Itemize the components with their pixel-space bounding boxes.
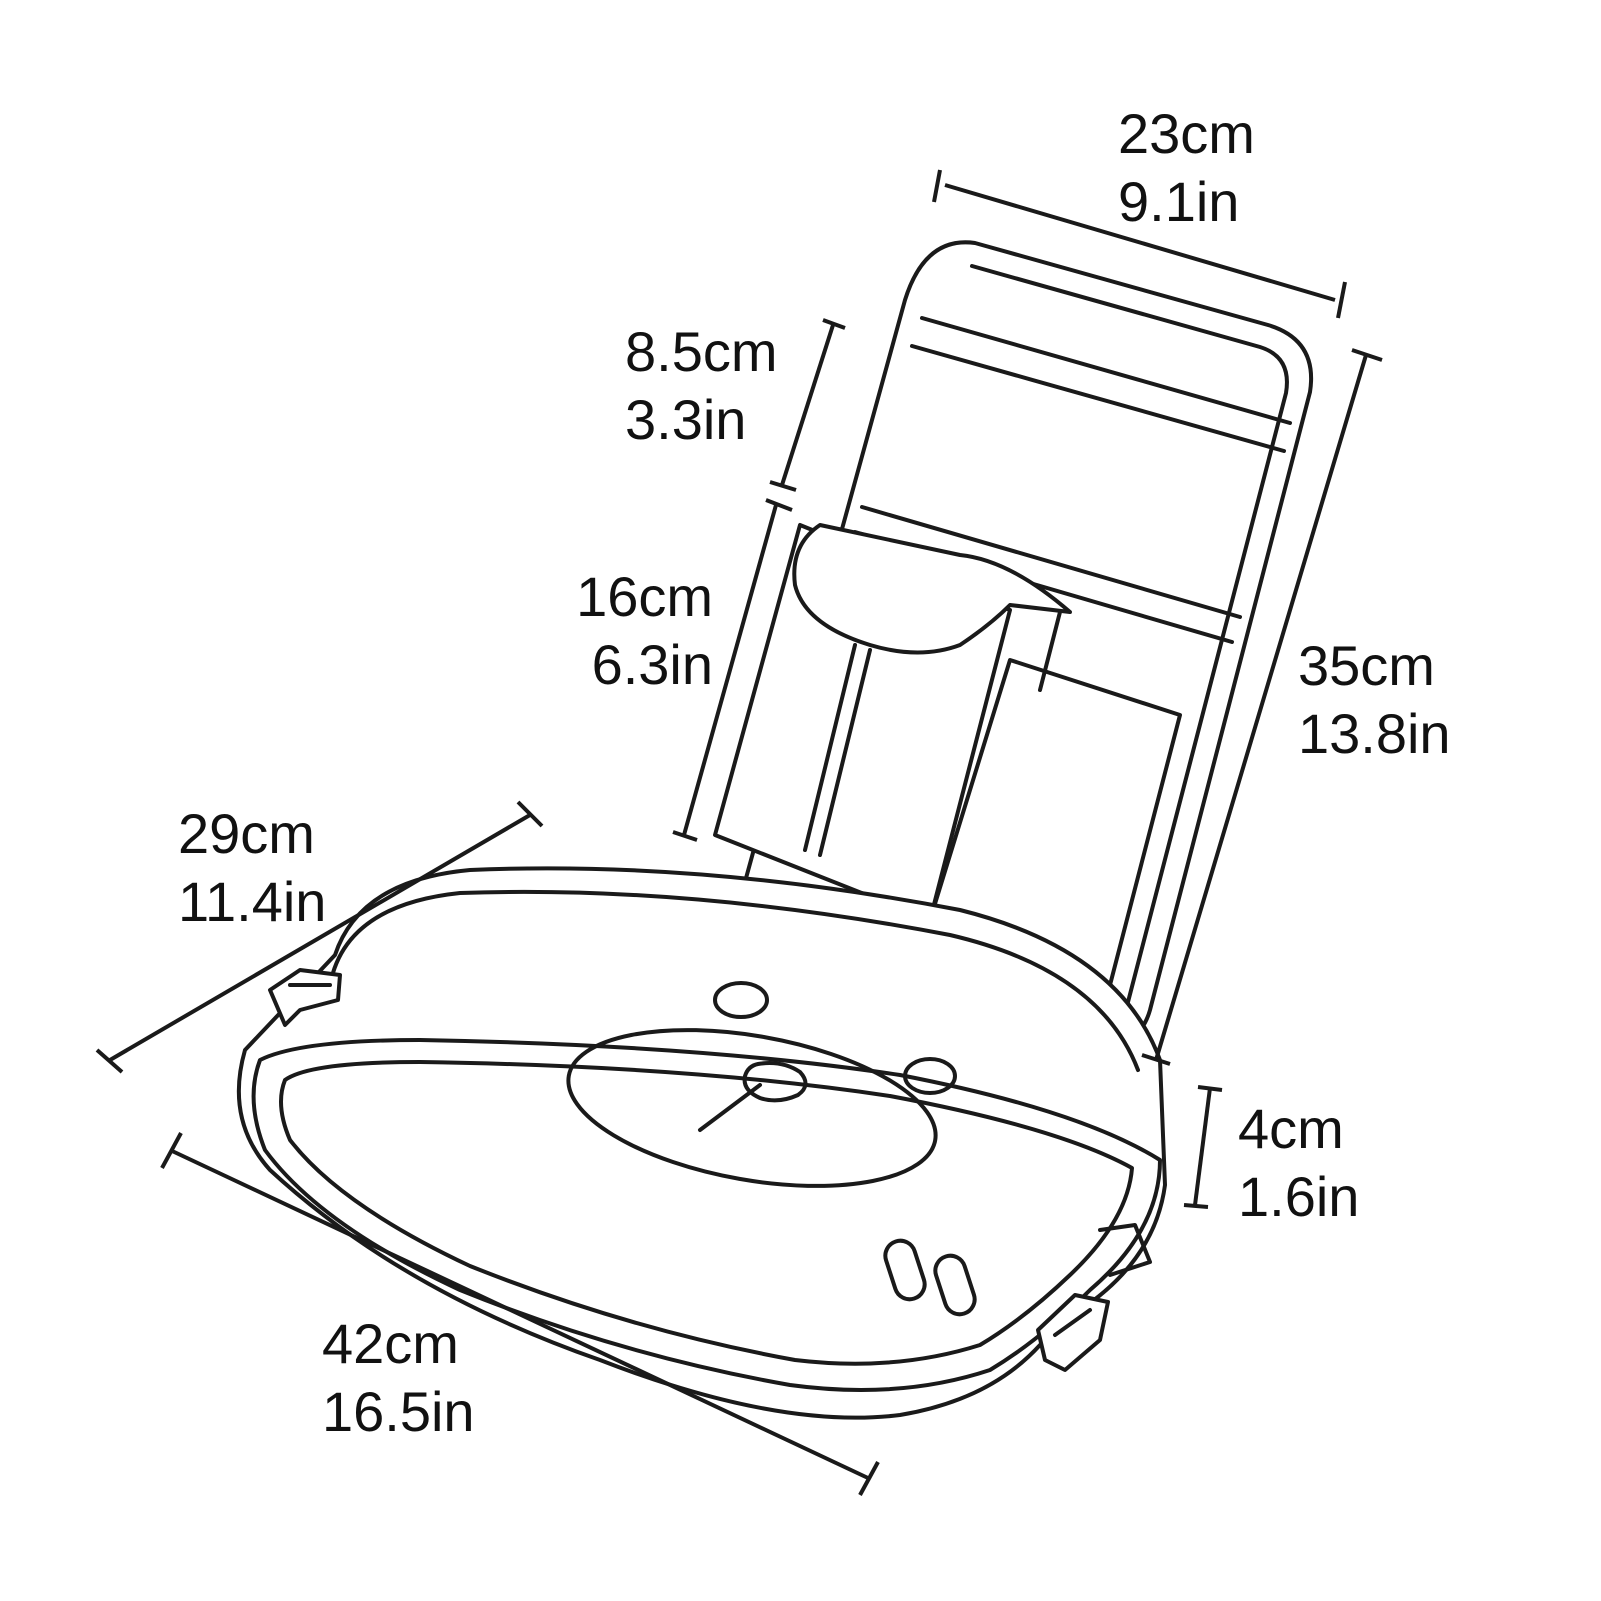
buckle-right-icon [1036,1293,1110,1372]
label-seat-depth: 29cm 11.4in [178,800,326,936]
seat-thickness-metric: 4cm [1238,1097,1344,1160]
button-slot-right-icon [933,1253,977,1317]
dim-seat-thickness-line [1193,1087,1212,1206]
lower-pocket-metric: 16cm [576,565,713,628]
bear-face [566,981,977,1317]
seat-depth-imperial: 11.4in [178,870,327,933]
label-seat-thickness: 4cm 1.6in [1238,1095,1359,1231]
button-slot-left-icon [883,1238,927,1302]
label-back-height: 35cm 13.8in [1298,632,1451,768]
upper-pocket-metric: 8.5cm [625,320,778,383]
label-lower-pocket: 16cm 6.3in [563,563,713,699]
dimension-lines [95,169,1383,1496]
dim-top-width-line [944,183,1336,302]
seat-width-imperial: 16.5in [322,1380,475,1443]
dim-lower-pocket-line [682,504,778,836]
back-height-imperial: 13.8in [1298,702,1451,765]
bear-ear-right-icon [903,1057,957,1095]
bear-nose-icon [698,1061,808,1132]
bear-muzzle-icon [566,1028,938,1188]
label-top-width: 23cm 9.1in [1118,100,1255,236]
buckles [268,968,1152,1372]
seat-width-metric: 42cm [322,1312,459,1375]
seat-thickness-imperial: 1.6in [1238,1165,1360,1228]
lower-pocket-imperial: 6.3in [591,633,713,696]
back-height-metric: 35cm [1298,634,1435,697]
top-width-imperial: 9.1in [1118,170,1240,233]
dim-seat-depth-line [108,813,532,1062]
dim-seat-width-line [169,1148,869,1480]
dim-upper-pocket-line [780,324,835,486]
label-seat-width: 42cm 16.5in [322,1310,475,1446]
bear-ear-left-icon [713,981,769,1019]
upper-pocket-imperial: 3.3in [625,388,747,451]
seat-depth-metric: 29cm [178,802,315,865]
top-width-metric: 23cm [1118,102,1255,165]
dim-back-height-line [1154,354,1368,1061]
label-upper-pocket: 8.5cm 3.3in [625,318,778,454]
